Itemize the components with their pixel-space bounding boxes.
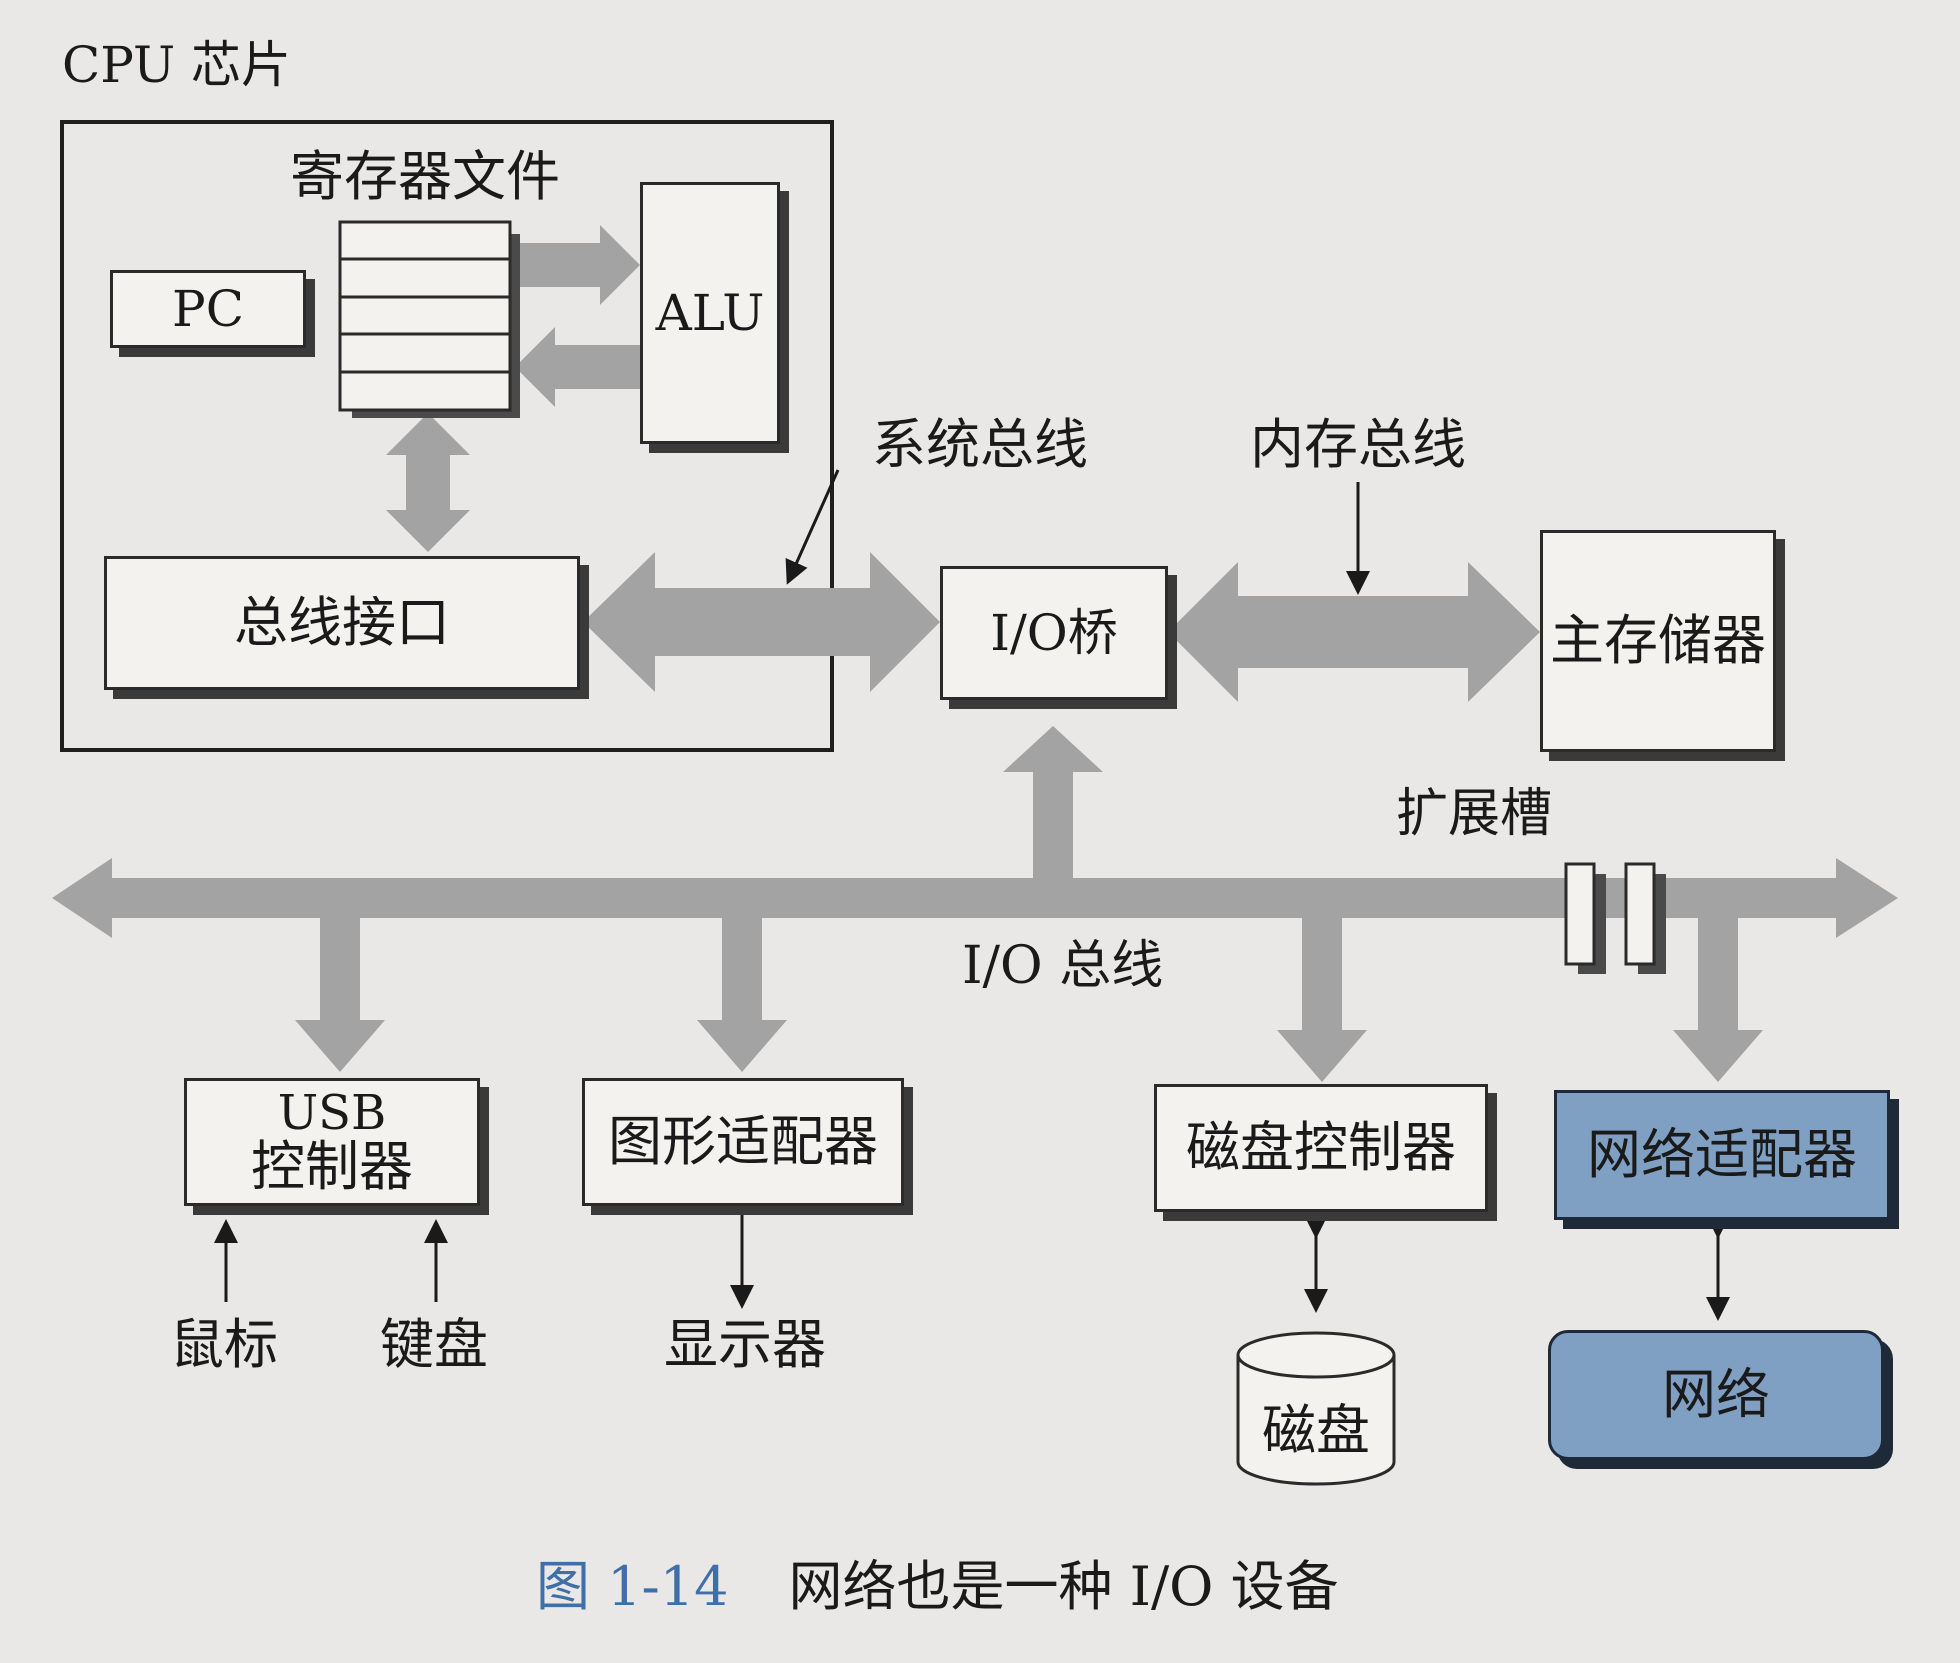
graphics-adapter-label: 图形适配器 — [608, 1109, 878, 1173]
cpu-chip-outline — [60, 120, 834, 752]
network-label: 网络 — [1662, 1362, 1770, 1426]
io-bridge-label: I/O桥 — [990, 603, 1118, 662]
memory-bus-label: 内存总线 — [1250, 413, 1466, 476]
disk-label: 磁盘 — [1262, 1399, 1370, 1462]
usb-controller-line1: USB — [277, 1085, 387, 1142]
io-bridge-riser-arrow — [1003, 726, 1103, 880]
netadapter-drop-arrow — [1673, 915, 1763, 1082]
usb-controller: USB 控制器 — [184, 1078, 480, 1206]
io-bus-label: I/O 总线 — [962, 936, 1164, 996]
caption-text: 网络也是一种 I/O 设备 — [788, 1555, 1339, 1618]
pc-label: PC — [172, 279, 244, 338]
usb-drop-arrow — [295, 915, 385, 1072]
display-label: 显示器 — [664, 1313, 826, 1376]
usb-controller-line2: 控制器 — [251, 1134, 413, 1198]
expansion-slots — [1564, 862, 1666, 974]
network: 网络 — [1548, 1330, 1884, 1460]
cpu-chip-label: CPU 芯片 — [62, 36, 292, 94]
network-adapter-label: 网络适配器 — [1587, 1122, 1857, 1186]
graphics-adapter: 图形适配器 — [582, 1078, 904, 1206]
regfile-to-alu-arrow — [515, 225, 640, 305]
disk-cylinder — [1236, 1331, 1396, 1486]
register-file — [338, 220, 520, 418]
system-bus-arrow — [583, 552, 940, 692]
regfile-businterface-arrow — [386, 413, 470, 552]
pc-register: PC — [110, 270, 306, 348]
io-bridge: I/O桥 — [940, 566, 1168, 700]
system-bus-label: 系统总线 — [872, 413, 1088, 476]
alu-to-regfile-arrow — [515, 327, 640, 407]
register-file-label: 寄存器文件 — [290, 145, 560, 208]
bus-interface: 总线接口 — [104, 556, 580, 690]
main-memory-label: 主存储器 — [1550, 608, 1766, 672]
disk-controller: 磁盘控制器 — [1154, 1084, 1488, 1212]
alu-unit: ALU — [640, 182, 780, 444]
io-bus-arrow — [52, 858, 1898, 938]
bus-interface-label: 总线接口 — [234, 590, 450, 654]
diskctrl-drop-arrow — [1277, 915, 1367, 1082]
memory-bus-arrow — [1168, 562, 1540, 702]
alu-label: ALU — [655, 283, 765, 342]
keyboard-label: 键盘 — [380, 1313, 488, 1376]
expansion-slots-label: 扩展槽 — [1396, 784, 1553, 844]
mouse-label: 鼠标 — [170, 1313, 278, 1376]
system-bus-pointer-arrow — [785, 469, 840, 585]
main-memory: 主存储器 — [1540, 530, 1776, 752]
caption-number: 图 1-14 — [536, 1555, 729, 1618]
network-adapter: 网络适配器 — [1554, 1090, 1890, 1220]
disk-controller-label: 磁盘控制器 — [1186, 1115, 1456, 1179]
graphics-drop-arrow — [697, 915, 787, 1072]
